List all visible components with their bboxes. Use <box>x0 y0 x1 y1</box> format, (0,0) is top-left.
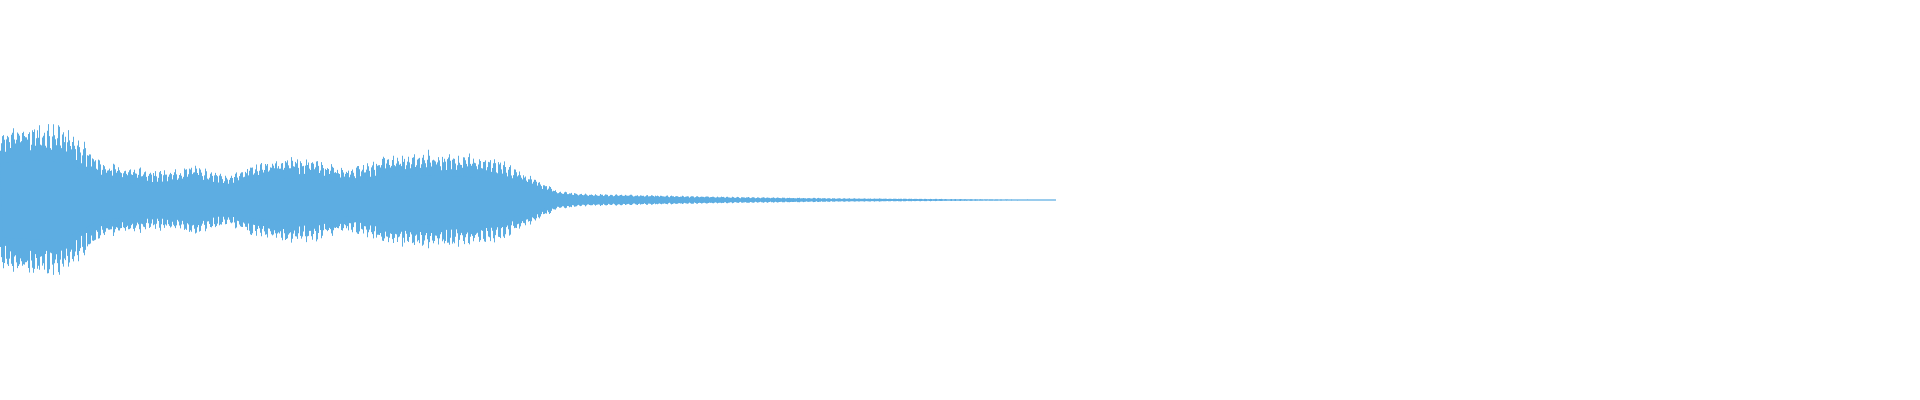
waveform-core <box>0 160 1055 240</box>
